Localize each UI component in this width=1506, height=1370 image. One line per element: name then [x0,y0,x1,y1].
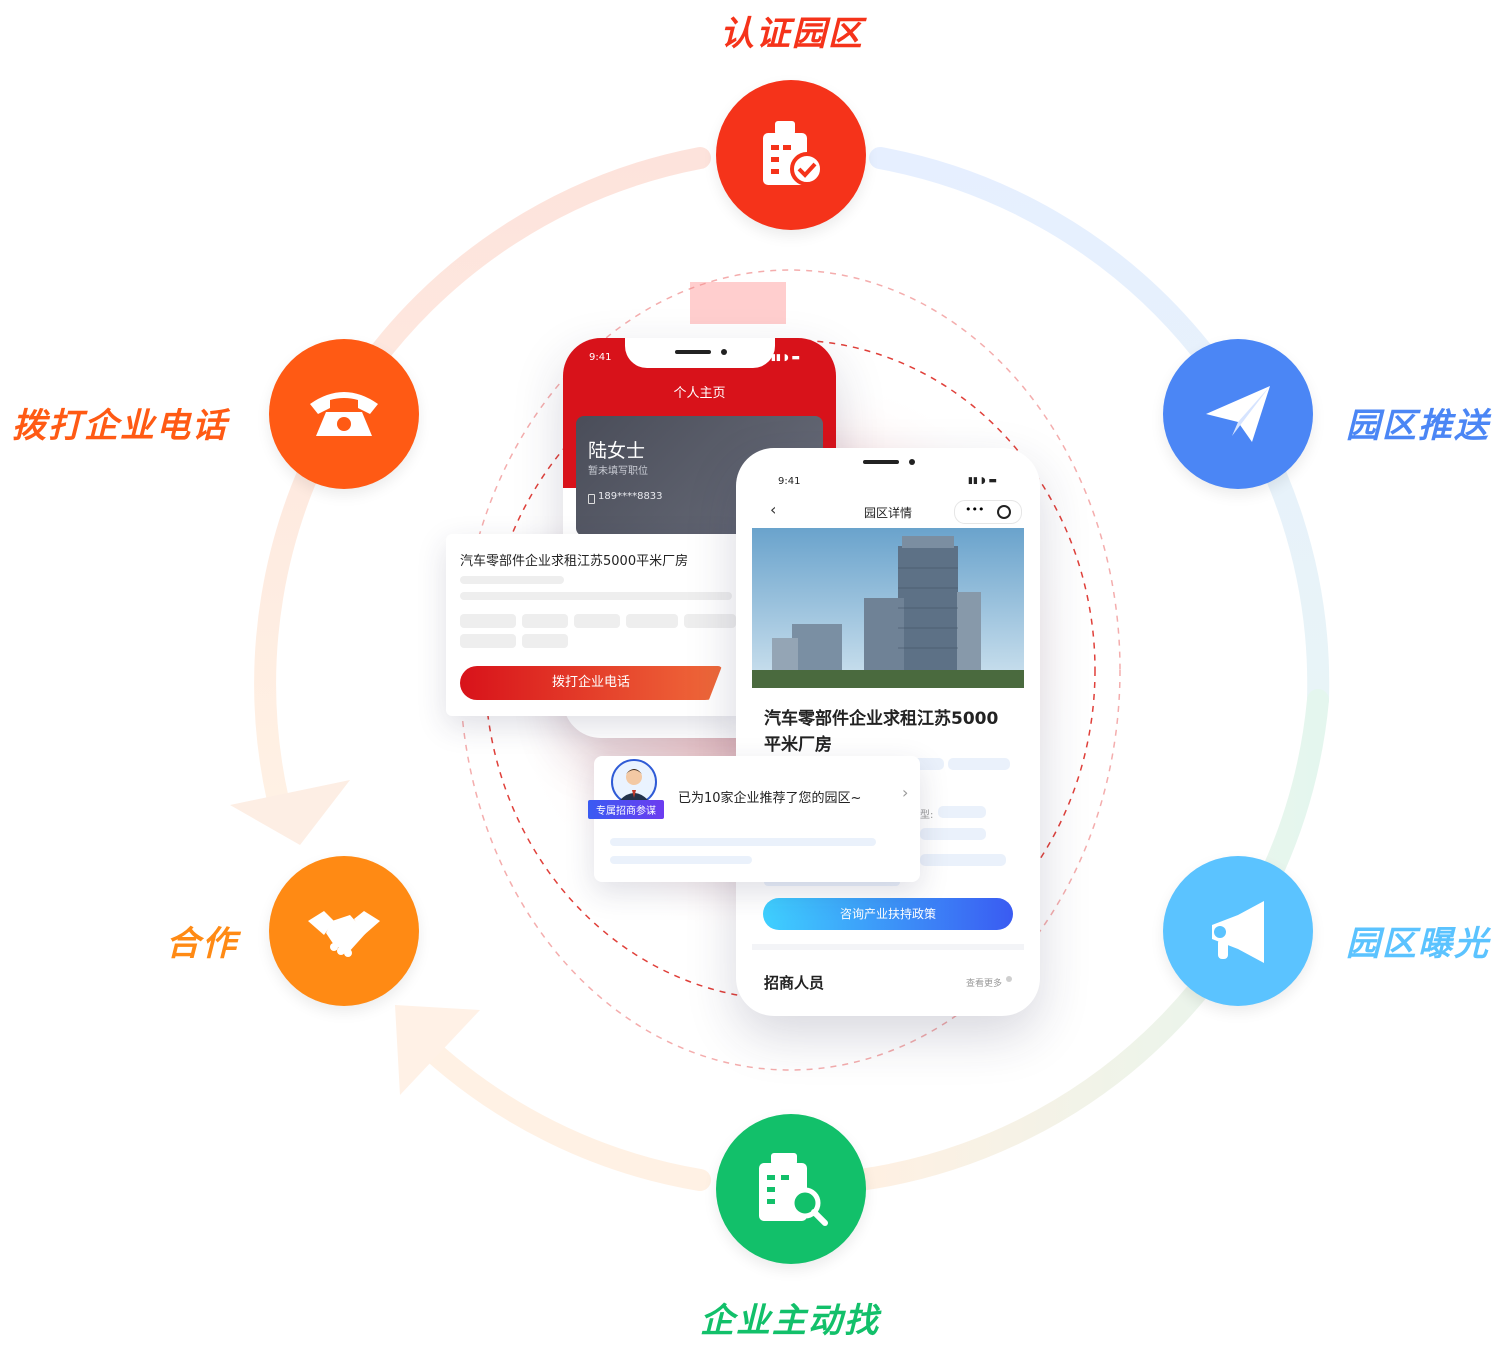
node-label-find: 企业主动找 [700,1301,880,1341]
phone-notch [624,338,775,368]
consult-policy-button[interactable]: 咨询产业扶持政策 [763,898,1013,930]
listing-title-line2: 平米厂房 [764,735,832,755]
building-check-icon [763,121,824,186]
listing-card: 汽车零部件企业求租江苏5000平米厂房 拨打企业电话 [446,534,746,716]
advisor-badge: 专属招商参谋 [588,800,664,819]
capsule-menu[interactable]: ••• [954,500,1022,524]
divider [752,944,1024,950]
listing-title-line1: 汽车零部件企业求租江苏5000 [764,709,999,729]
status-time: 9:41 [589,352,612,363]
chevron-right-icon[interactable]: › [902,783,909,802]
telephone-icon [310,392,378,436]
call-company-button[interactable]: 拨打企业电话 [460,666,722,700]
phone-notch [813,448,963,478]
node-find[interactable] [716,1114,866,1264]
profile-phone: 189****8833 [598,491,663,502]
advisor-avatar [611,759,657,805]
phone-small-icon [588,494,595,504]
phone-park: 9:41 ▮▮ ◗ ▬ ‹ 园区详情 ••• 汽车零部件企业求租江苏5000 平… [736,448,1040,1016]
status-time: 9:41 [778,476,801,487]
node-label-coop: 合作 [166,924,238,964]
back-icon[interactable]: ‹ [770,500,777,519]
listing-title: 汽车零部件企业求租江苏5000平米厂房 [460,554,689,569]
close-circle-icon[interactable] [997,505,1011,519]
status-icons: ▮▮ ◗ ▬ [771,353,800,363]
node-coop[interactable] [269,856,419,1006]
more-icon[interactable]: ••• [965,503,985,516]
node-push[interactable] [1163,339,1313,489]
node-expose[interactable] [1163,856,1313,1006]
node-label-call: 拨打企业电话 [12,406,228,446]
staff-section-title: 招商人员 [764,974,825,992]
profile-position: 暂未填写职位 [588,466,648,477]
park-photo [752,528,1024,688]
chevron-right-icon [1006,976,1012,982]
partial-field-label: 型: [920,810,934,821]
park-title: 园区详情 [863,506,912,520]
profile-title: 个人主页 [673,386,726,401]
building-search-icon [759,1153,828,1226]
node-label-cert: 认证园区 [720,14,864,54]
node-label-push: 园区推送 [1346,406,1490,446]
handshake-icon [308,911,380,957]
node-cert[interactable] [716,80,866,230]
see-more-link[interactable]: 查看更多 [966,979,1003,989]
megaphone-icon [1212,901,1264,963]
status-icons: ▮▮ ◗ ▬ [968,476,997,486]
node-label-expose: 园区曝光 [1346,924,1490,964]
advisor-card: 专属招商参谋 已为10家企业推荐了您的园区~ › [588,756,920,882]
paper-plane-icon [1206,386,1270,442]
advisor-message: 已为10家企业推荐了您的园区~ [678,791,862,806]
node-call[interactable] [269,339,419,489]
profile-name: 陆女士 [588,440,646,462]
